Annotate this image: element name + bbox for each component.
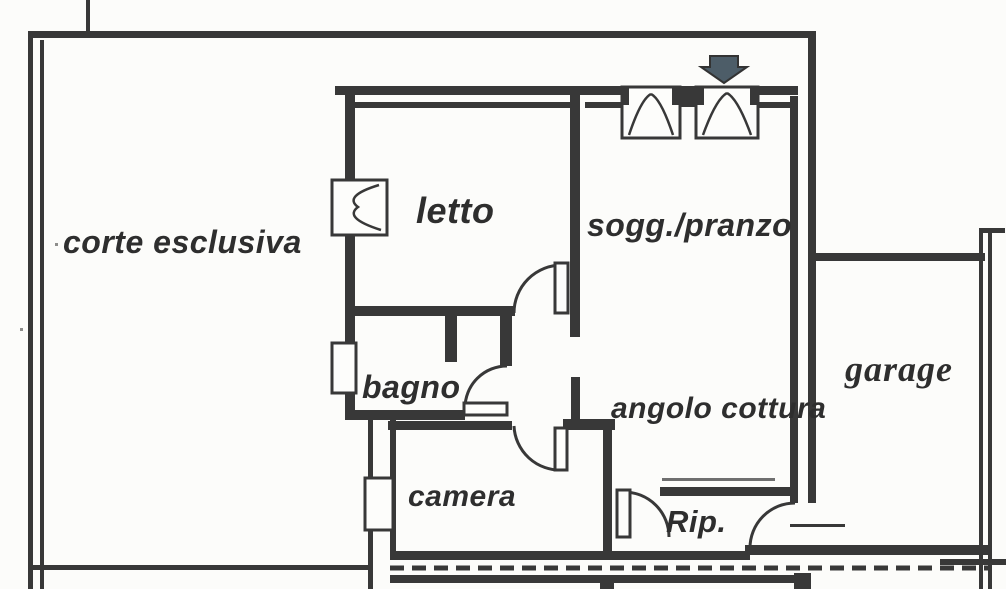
room-label-soggiorno: sogg./pranzo [587, 207, 792, 243]
room-label-garage: garage [844, 349, 953, 389]
lower-strip-stub-left [600, 575, 614, 589]
room-label-bagno: bagno [362, 369, 460, 405]
bagno-window [330, 341, 358, 395]
rip-top-wall [660, 487, 793, 496]
letto-bottom-wall [345, 306, 515, 316]
boundary-tick-top [86, 0, 90, 33]
letto-door-leaf [553, 261, 570, 315]
letto-door-arc [512, 263, 563, 314]
rip-counter-line [662, 478, 775, 481]
letto-sogg-partition-wall [570, 95, 580, 337]
sogg-window-1-jamb-left [621, 87, 629, 105]
scan-speck [20, 328, 23, 331]
corridor-cottura-stub [571, 377, 580, 419]
bagno-door-leaf [462, 401, 509, 417]
apartment-top-wall [335, 86, 798, 95]
room-label-letto: letto [416, 190, 495, 231]
apartment-bottom-wall [390, 551, 750, 560]
top-wall-inner-sogg-right [758, 102, 792, 108]
entry-threshold-line [790, 524, 845, 527]
bagno-left-wall-upper [345, 313, 355, 343]
rip-door-leaf [615, 488, 632, 539]
lower-strip-right-line [940, 559, 1006, 565]
entrance-arrow-icon [697, 55, 751, 85]
rip-door-arc [623, 490, 671, 538]
letto-window-sash-icon [352, 183, 382, 232]
bagno-partition-stub [445, 316, 457, 362]
room-label-rip: Rip. [666, 504, 727, 539]
sogg-window-1-leaves-icon [627, 92, 675, 136]
camera-door-leaf [553, 426, 569, 472]
room-label-angolo: angolo cottura [611, 392, 826, 425]
garage-right-wall-cap [979, 228, 1005, 233]
property-left-border-inner [40, 40, 44, 589]
bagno-right-wall [500, 316, 512, 366]
bagno-bottom-wall [345, 410, 465, 420]
sogg-window-mullion-wall [680, 87, 696, 107]
garage-top-wall [813, 253, 985, 261]
camera-top-wall [388, 421, 512, 430]
garage-right-wall-inner [988, 233, 992, 589]
room-label-corte: corte esclusiva [63, 224, 302, 260]
camera-window [363, 476, 395, 532]
sogg-window-2-leaves-icon [701, 91, 753, 136]
garage-right-wall-outer [979, 233, 983, 589]
sogg-window-2-jamb-right [750, 87, 758, 105]
room-label-camera: camera [408, 480, 516, 513]
property-right-wall [808, 31, 816, 503]
camera-right-wall [603, 424, 612, 560]
apartment-right-wall [790, 96, 798, 503]
bagno-door-arc [463, 364, 508, 409]
sogg-window-1-jamb-right [672, 87, 680, 105]
garage-bottom-wall [745, 545, 990, 555]
property-left-border-outer [28, 31, 33, 589]
lower-strip-stub-right [794, 573, 811, 589]
bagno-left-wall-lower [345, 393, 355, 420]
entry-door-arc [748, 501, 796, 549]
courtyard-bottom-line [28, 565, 370, 570]
property-top-border [28, 31, 816, 38]
sogg-window-2-jamb-left [696, 87, 704, 105]
letto-window [330, 178, 389, 237]
corridor-bottom-wall [563, 419, 615, 430]
top-wall-inner-sogg-left [585, 102, 622, 108]
scan-speck [55, 243, 58, 246]
letto-left-wall-upper [345, 95, 355, 180]
top-wall-inner-letto [352, 102, 574, 108]
letto-left-wall-lower [345, 235, 355, 313]
